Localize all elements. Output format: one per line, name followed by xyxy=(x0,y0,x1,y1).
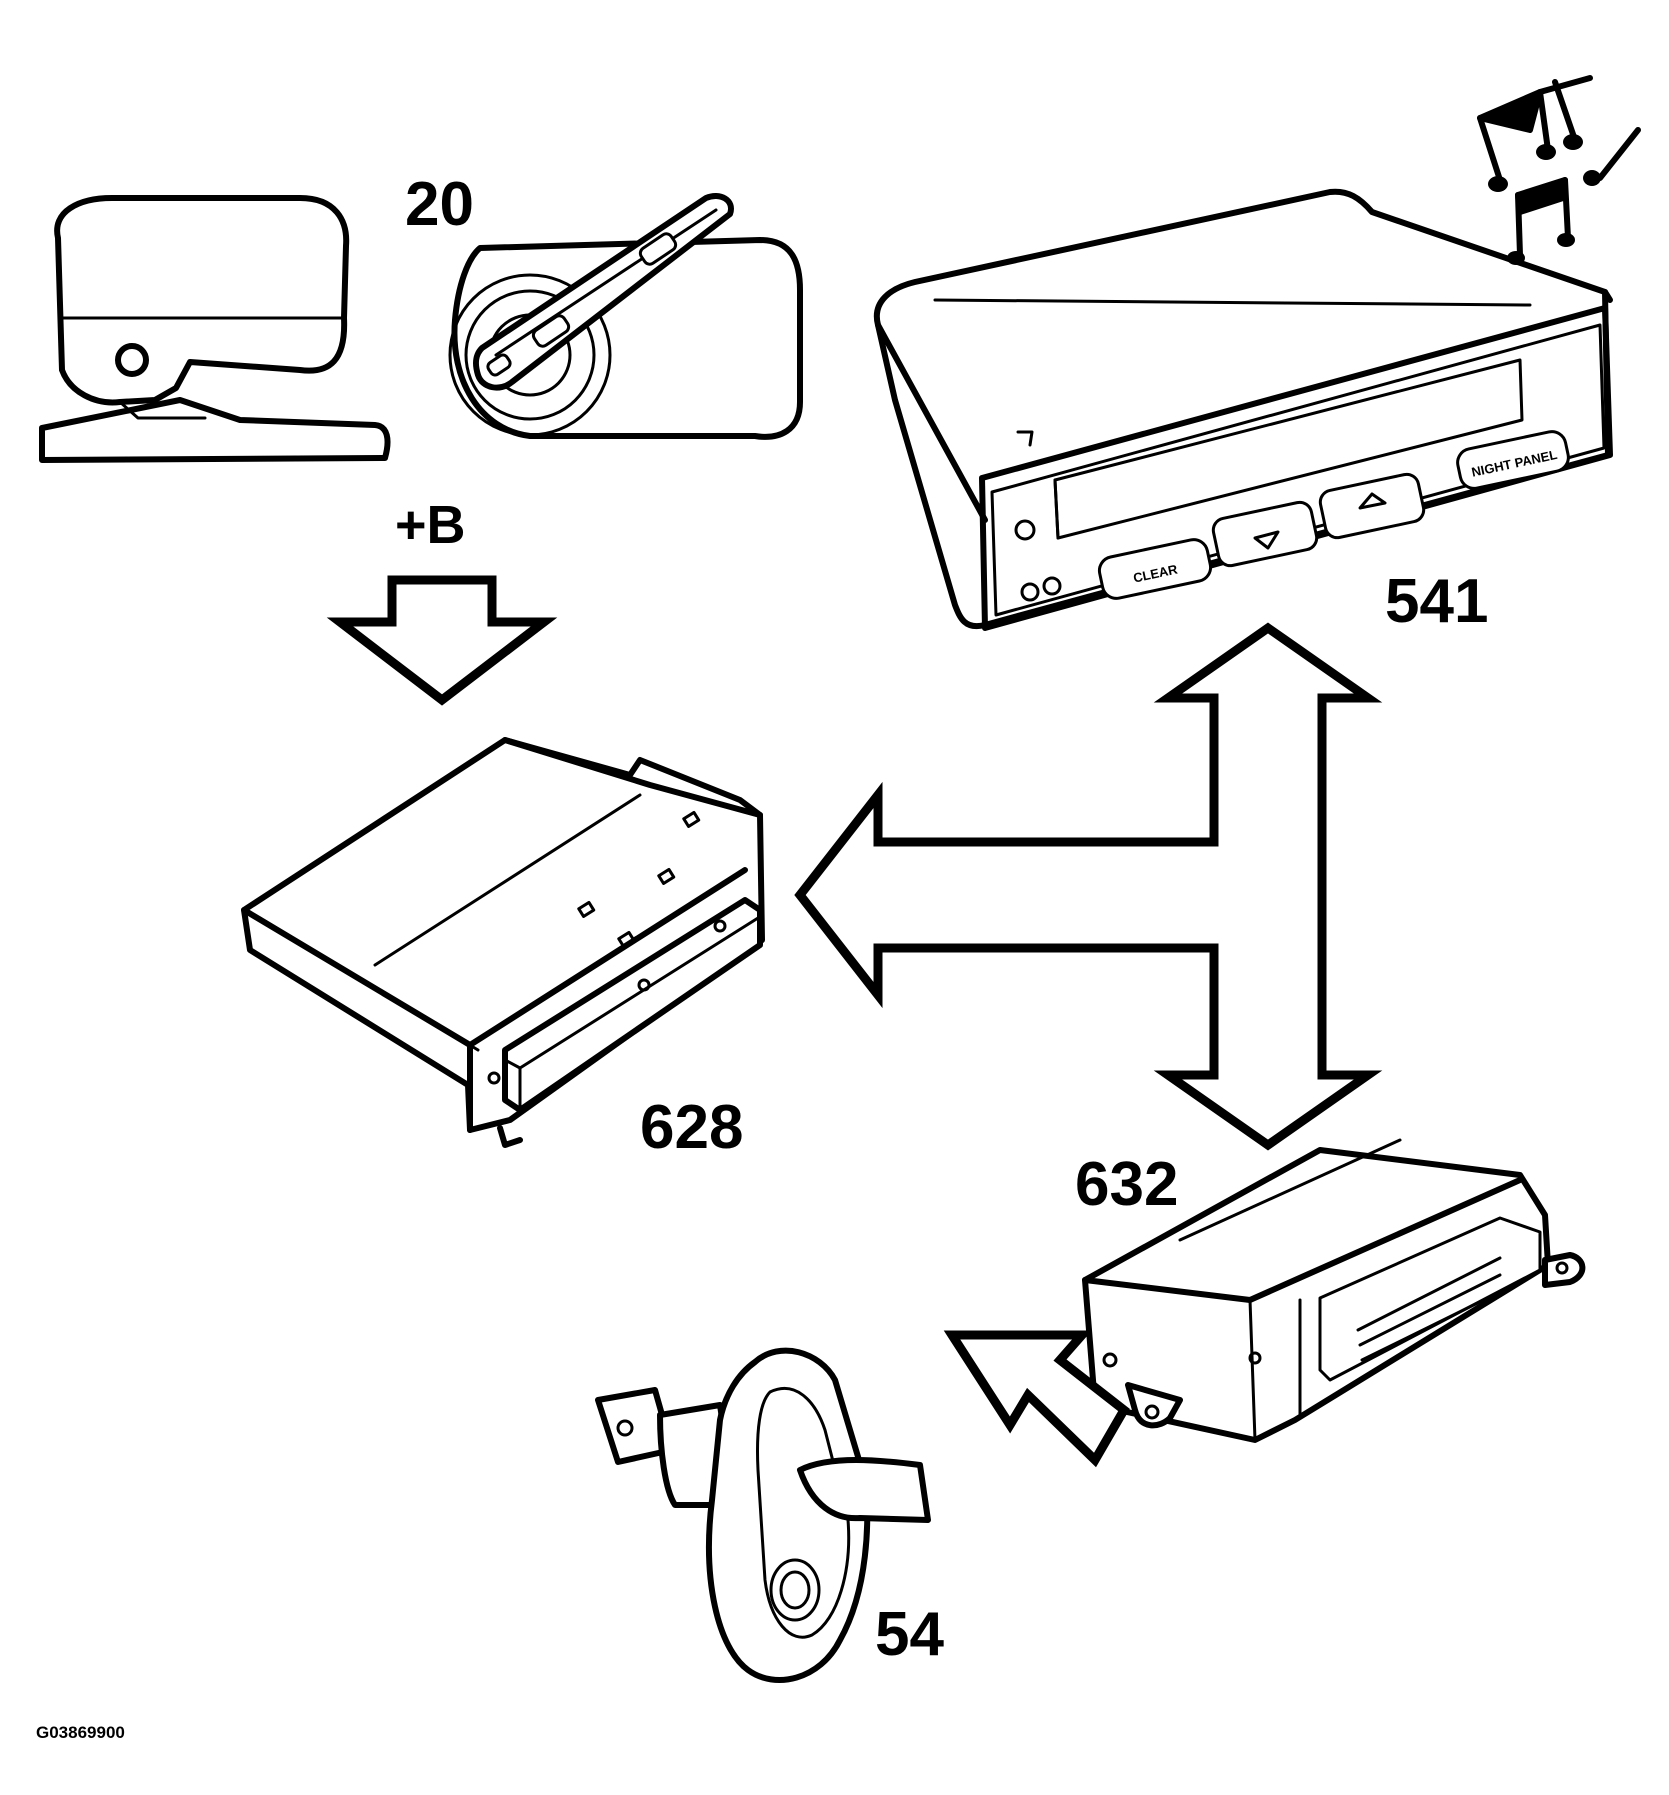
control-module-628 xyxy=(241,737,765,1148)
steering-lock-assembly xyxy=(39,195,391,463)
control-module-632 xyxy=(1082,1138,1586,1443)
label-20: 20 xyxy=(405,170,474,239)
supply-arrow xyxy=(326,575,558,706)
input-arrow xyxy=(943,1330,1130,1468)
door-switch-icon xyxy=(595,1347,931,1683)
figure-id: G03869900 xyxy=(36,1723,125,1742)
label-541: 541 xyxy=(1385,567,1488,636)
label-628: 628 xyxy=(640,1093,743,1162)
ignition-switch-icon xyxy=(448,193,803,440)
data-bus-arrow xyxy=(794,622,1383,1151)
music-notes-icon xyxy=(1477,75,1641,265)
label-54: 54 xyxy=(875,1600,944,1669)
label-supply: +B xyxy=(395,495,466,555)
label-632: 632 xyxy=(1075,1150,1178,1219)
display-unit-541: CLEAR NIGHT PANEL xyxy=(873,188,1613,631)
